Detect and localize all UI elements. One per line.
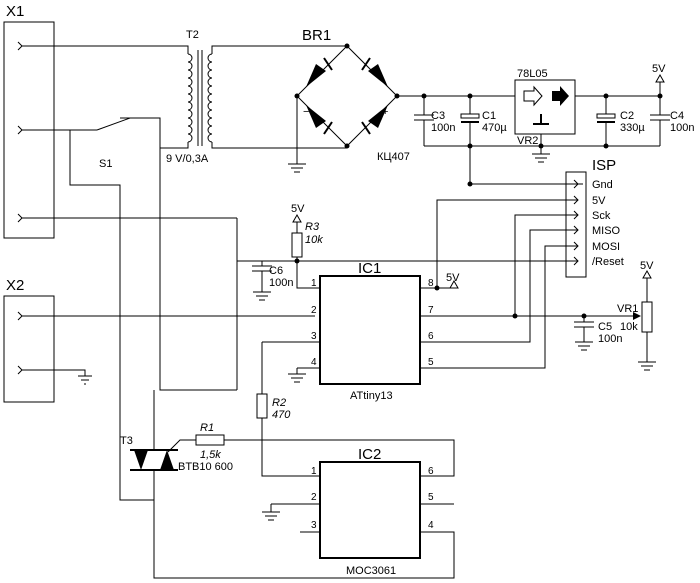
t3-part: BTB10 600 — [178, 461, 233, 473]
vr2-label: VR2 — [517, 135, 538, 147]
isp-pin-miso: MISO — [592, 225, 621, 237]
c1-label: C1 — [482, 110, 496, 122]
connector-x2: X2 — [3, 277, 315, 403]
triac-stage: R1 1,5k T3 BTB10 600 — [69, 129, 238, 501]
t3-label: T3 — [120, 435, 133, 447]
ic2-pin-3: 3 — [311, 520, 317, 531]
ic1-pin-6: 6 — [428, 331, 434, 342]
r2-label: R2 — [272, 397, 286, 409]
c2-value: 330µ — [620, 122, 645, 134]
br1-minus: − — [303, 106, 309, 118]
c5-label: C5 — [598, 321, 612, 333]
ic1-pin-4: 4 — [311, 357, 317, 368]
ic1-pin-3: 3 — [311, 331, 317, 342]
r3-value: 10k — [305, 234, 323, 246]
potentiometer-vr1: 5V VR1 10k C5 100n — [574, 260, 656, 371]
vcc-5v-ic1: 5V — [446, 272, 460, 284]
br1-plus: + — [382, 106, 388, 118]
ic1-pin-2: 2 — [311, 305, 317, 316]
x2-label: X2 — [6, 277, 24, 294]
isp-header: ISP Gnd 5V Sck MISO MOSI /Reset — [237, 157, 624, 364]
x1-label: X1 — [6, 3, 24, 20]
switch-s1: S1 — [96, 117, 237, 391]
ic1-attiny13: IC1 ATtiny13 1 2 3 4 8 7 6 5 5V — [262, 260, 638, 402]
r3-label: R3 — [305, 221, 320, 233]
transformer-t2: T2 9 V/0,3A — [120, 29, 347, 165]
s1-label: S1 — [99, 158, 112, 170]
ic2-moc3061: IC2 MOC3061 1 2 3 6 5 4 — [153, 439, 455, 579]
ic2-pin-2: 2 — [311, 492, 317, 503]
c6-label: C6 — [269, 265, 283, 277]
br1-part: КЦ407 — [377, 151, 410, 163]
ic1-part: ATtiny13 — [350, 390, 393, 402]
r1-value: 1,5k — [200, 449, 221, 461]
t2-label: T2 — [186, 29, 199, 41]
ic2-pin-6: 6 — [428, 466, 434, 477]
c6-value: 100n — [269, 277, 293, 289]
c4-value: 100n — [670, 122, 694, 134]
br1-label: BR1 — [302, 27, 331, 44]
connector-x1: X1 — [3, 3, 237, 239]
isp-pin-gnd: Gnd — [592, 179, 613, 191]
ic2-part: MOC3061 — [346, 565, 396, 577]
regulator-part: 78L05 — [517, 68, 548, 80]
c2-label: C2 — [620, 110, 634, 122]
c3-label: C3 — [431, 110, 445, 122]
ic2-pin-5: 5 — [428, 492, 434, 503]
ic2-name: IC2 — [358, 446, 381, 463]
r2-value: 470 — [272, 409, 291, 421]
vcc-5v-vr1: 5V — [640, 260, 654, 272]
c1-value: 470µ — [482, 122, 507, 134]
isp-pin-sck: Sck — [592, 210, 611, 222]
resistor-r2: R2 470 — [256, 342, 320, 477]
r1-label: R1 — [200, 422, 214, 434]
ic1-pin-7: 7 — [428, 305, 434, 316]
bridge-rectifier-br1: BR1 − + КЦ407 — [288, 27, 410, 173]
ic2-pin-4: 4 — [428, 520, 434, 531]
ic1-pin-8: 8 — [428, 278, 434, 289]
isp-pin-reset: /Reset — [592, 256, 624, 268]
isp-pin-5v: 5V — [592, 195, 606, 207]
vr1-label: VR1 — [617, 303, 638, 315]
vcc-5v-top: 5V — [652, 63, 666, 75]
ic1-pin-1: 1 — [311, 278, 317, 289]
c5-value: 100n — [598, 333, 622, 345]
reset-network: 5V R3 10k C6 100n — [252, 203, 323, 301]
t2-rating: 9 V/0,3A — [166, 153, 209, 165]
vcc-5v-r3: 5V — [291, 203, 305, 215]
isp-pin-mosi: MOSI — [592, 241, 620, 253]
ic1-name: IC1 — [358, 260, 381, 277]
c3-value: 100n — [431, 122, 455, 134]
ic2-pin-1: 1 — [311, 466, 317, 477]
c4-label: C4 — [670, 110, 684, 122]
power-supply-rail: 5V C3 100n C1 470µ 78L05 VR2 C2 330µ C4 … — [397, 63, 694, 187]
ic1-pin-5: 5 — [428, 357, 434, 368]
vr1-value: 10k — [620, 321, 638, 333]
isp-label: ISP — [592, 157, 616, 174]
